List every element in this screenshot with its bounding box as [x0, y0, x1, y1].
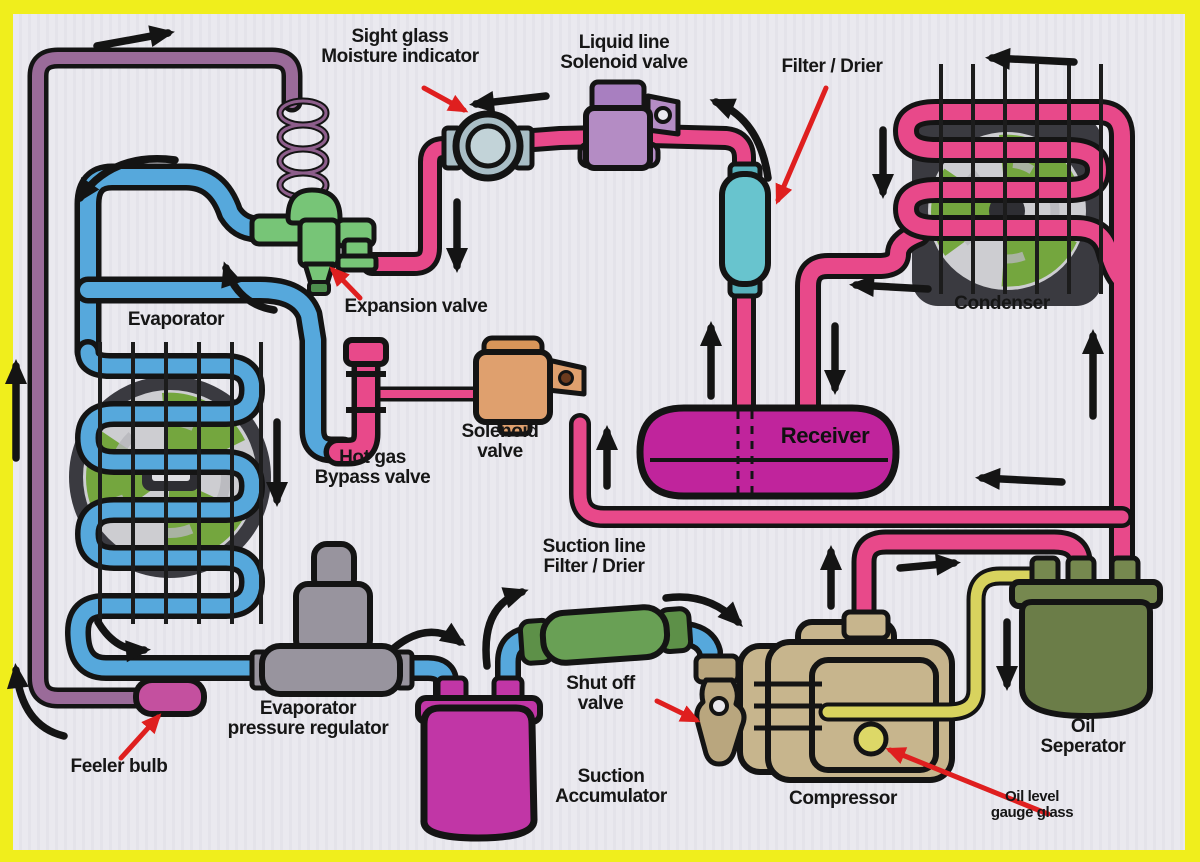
expansion-valve	[249, 187, 379, 296]
receiver-tank	[636, 404, 900, 500]
oil-separator	[1009, 555, 1163, 719]
suction-line-filter-drier	[517, 604, 694, 666]
bypass-valve-connecting-pipe	[323, 345, 492, 467]
condenser-outlet-to-receiver-pipe	[795, 221, 931, 423]
label-expansion-valve: Expansion valve	[344, 296, 488, 317]
compressor-unit	[737, 609, 955, 783]
condenser-fins	[939, 64, 1103, 294]
label-condenser: Condenser	[954, 293, 1050, 314]
condenser-coil-and-discharge-riser	[893, 99, 1135, 601]
compressor-discharge-pipe	[851, 529, 1093, 647]
evaporator-pressure-regulator	[249, 541, 415, 697]
suction-accumulator	[415, 675, 543, 842]
hot-gas-bypass-line	[569, 413, 1133, 528]
feeler-bulb-capillary-pipe	[27, 47, 303, 709]
label-filter-drier: Filter / Drier	[781, 56, 883, 77]
evaporator-coil-and-suction-line	[65, 339, 459, 709]
label-evaporator: Evaporator	[127, 309, 225, 330]
liquid-line-top-pipe	[360, 124, 756, 424]
evaporator-fins	[98, 342, 263, 624]
label-receiver: Receiver	[780, 423, 870, 448]
filter-drier	[719, 161, 771, 299]
hot-gas-bypass-valve	[343, 337, 389, 413]
label-compressor: Compressor	[789, 788, 897, 809]
feeler-bulb	[133, 677, 207, 717]
label-pointer-arrows	[118, 85, 1051, 817]
oil-return-pipe	[818, 566, 1042, 722]
shut-off-valve	[693, 653, 747, 767]
label-feeler-bulb: Feeler bulb	[70, 756, 168, 777]
flow-arrows	[4, 25, 1104, 740]
expansion-valve-coil-spring	[276, 97, 330, 201]
sight-glass-moisture-indicator	[441, 110, 535, 182]
liquid-line-solenoid-valve	[577, 79, 681, 171]
oil-level-gauge-glass	[853, 721, 889, 757]
solenoid-valve	[473, 335, 587, 437]
